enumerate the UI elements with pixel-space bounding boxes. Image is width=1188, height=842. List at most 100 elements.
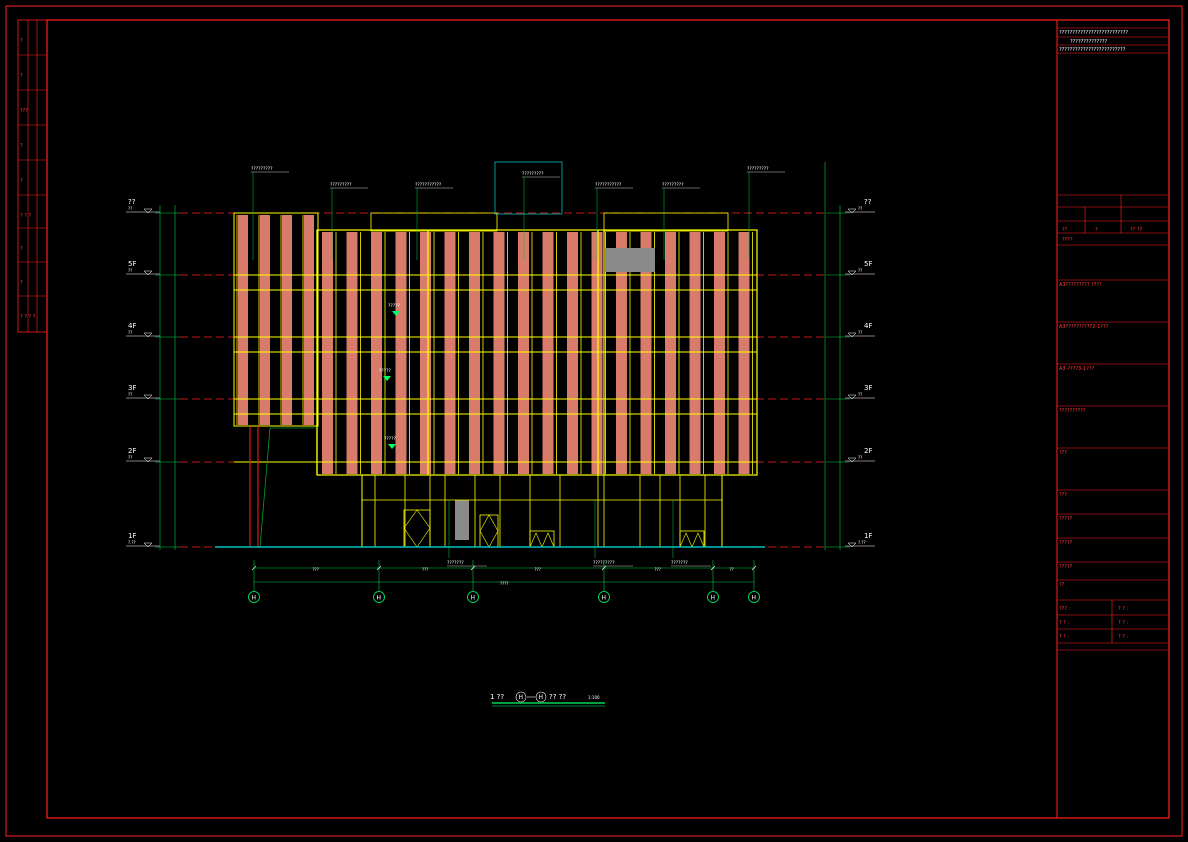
level-name-right-5: 1F (864, 532, 872, 540)
title-block-row-item-1: A3??????????2-1??? (1059, 324, 1109, 330)
title-block-header-1: ?? (1062, 227, 1068, 233)
note-top-3: ????????? (522, 171, 544, 177)
level-name-right-4: 2F (864, 447, 872, 455)
level-sub-right-5: ?.?? (858, 540, 866, 545)
title-block-row-item-2: A3-????3-1??? (1059, 366, 1094, 372)
level-name-left-2: 4F (128, 322, 136, 330)
axis-bubble-5 (748, 591, 760, 603)
axis-bubble-2 (467, 591, 479, 603)
building-elevation (215, 161, 765, 548)
note-top-5: ????????? (662, 182, 684, 188)
note-top-6: ????????? (747, 166, 769, 172)
elevation-tag-1: ????? (379, 368, 392, 374)
note-top-0: ????????? (251, 166, 273, 172)
notes-top: ????????????????????????????????????????… (251, 166, 769, 188)
title-block-header-3: ?? ?? (1130, 227, 1143, 233)
left-strip-label-6: ? (20, 246, 23, 252)
dimension-segment-2: ??? (535, 567, 541, 572)
axis-label-4: H (711, 595, 716, 602)
left-strip-label-8: ? ? ? ? (20, 314, 36, 320)
axis-bubble-3 (598, 591, 610, 603)
drawing-title-axis-a: H (519, 694, 524, 701)
title-block-row-2: ?????????????? (1070, 39, 1107, 45)
drawing-title-axis-b: H (539, 694, 544, 701)
drawing-title-suffix: ?? ?? (549, 693, 566, 701)
outer-border (5, 5, 1183, 837)
title-block-row-item-6: ????? (1059, 516, 1073, 522)
left-strip-label-2: ??? (20, 108, 28, 114)
left-strip-label-5: ? ? ? (20, 213, 31, 219)
level-sub-right-4: ?? (858, 455, 862, 460)
title-block-row-item-5: ??? (1059, 492, 1067, 498)
title-block-row-item-7: ????? (1059, 540, 1073, 546)
left-strip-label-7: ? (20, 280, 23, 286)
elevation-triangle-icon (392, 311, 400, 316)
sign-left-0: ??? : (1059, 606, 1071, 612)
title-block-header-2: ? (1095, 227, 1098, 233)
dimension-segment-3: ??? (655, 567, 661, 572)
dimension-segment-4: ?? (730, 567, 734, 572)
elevation-triangle-icon (383, 376, 391, 381)
level-name-right-2: 4F (864, 322, 872, 330)
title-block-row-item-8: ????? (1059, 564, 1073, 570)
sign-right-0: ? ? : (1118, 606, 1128, 612)
title-block-row-item-9: ?? (1059, 582, 1065, 588)
drawing-title-prefix: 1 ?? (490, 693, 504, 701)
sign-left-2: ? ? : (1059, 634, 1069, 640)
title-block-row-item-4: ??? (1059, 450, 1067, 456)
level-name-right-0: ?? (864, 198, 872, 206)
dimension-segment-0: ??? (313, 567, 319, 572)
axis-bubble-4 (707, 591, 719, 603)
level-name-left-1: 5F (128, 260, 136, 268)
title-block-row-1: ?????????????????????????? (1059, 30, 1128, 36)
level-markers: ????????5F??5F??4F??4F??3F??3F??2F??2F??… (126, 198, 875, 548)
axis-label-0: H (252, 595, 257, 602)
level-name-left-3: 3F (128, 384, 136, 392)
level-name-right-3: 3F (864, 384, 872, 392)
sign-left-1: ? ? : (1059, 620, 1069, 626)
left-strip-label-1: ? (20, 73, 23, 79)
level-sub-left-3: ?? (128, 392, 132, 397)
elevation-triangle-icon (388, 444, 396, 449)
title-block-row-item-0: A3????????? ???? (1059, 282, 1102, 288)
left-strip-label-4: ? (20, 178, 23, 184)
elevation-tag-0: ????? (388, 303, 401, 309)
axis-bubble-0 (248, 591, 260, 603)
dimension-total: ???? (500, 581, 509, 586)
level-name-left-4: 2F (128, 447, 136, 455)
note-bottom-2: ??????? (671, 560, 688, 566)
left-strip-label-0: ? (20, 38, 23, 44)
title-block-header-sub: ???? (1062, 237, 1073, 243)
level-sub-left-2: ?? (128, 330, 132, 335)
horizontal-dimensions: ?????????????????? (251, 560, 757, 591)
level-sub-left-0: ?? (128, 206, 132, 211)
left-binding-strip: ??????? ? ? ??? ? ? ? ? (17, 19, 48, 333)
level-sub-right-1: ?? (858, 268, 862, 273)
title-block-row-3: ????????????????????????? (1059, 47, 1126, 53)
sign-right-2: ? ? : (1118, 634, 1128, 640)
vertical-dimensions (159, 162, 841, 550)
axis-label-1: H (377, 595, 382, 602)
level-name-right-1: 5F (864, 260, 872, 268)
level-sub-right-3: ?? (858, 392, 862, 397)
level-name-left-0: ?? (128, 198, 136, 206)
elevation-tags: ??????????????? (379, 303, 401, 449)
level-sub-left-5: ?.?? (128, 540, 136, 545)
level-sub-left-4: ?? (128, 455, 132, 460)
level-name-left-5: 1F (128, 532, 136, 540)
elevation-tag-2: ????? (384, 436, 397, 442)
note-bottom-0: ??????? (447, 560, 464, 566)
level-sub-left-1: ?? (128, 268, 132, 273)
level-sub-right-0: ?? (858, 206, 862, 211)
left-strip-label-3: ? (20, 143, 23, 149)
axis-label-5: H (752, 595, 757, 602)
drawing-title-scale: 1:100 (588, 695, 600, 700)
axis-label-3: H (602, 595, 607, 602)
drawing-title: 1 ?? H H ?? ?? 1:100 (490, 691, 605, 707)
level-sub-right-2: ?? (858, 330, 862, 335)
dimension-segment-1: ??? (422, 567, 428, 572)
axis-label-2: H (471, 595, 476, 602)
axis-bubble-1 (373, 591, 385, 603)
